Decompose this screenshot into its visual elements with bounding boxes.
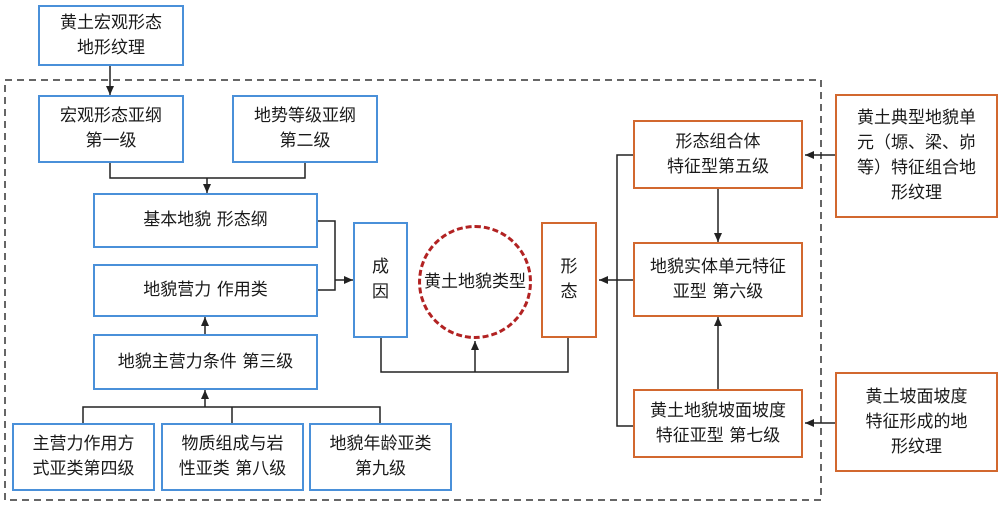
center-landform-type: 黄土地貌类型 bbox=[418, 225, 532, 339]
text-line: 主营力作用方 bbox=[32, 434, 135, 454]
text-block: 地貌年龄亚类第九级 bbox=[330, 432, 432, 482]
text-block: 地貌主营力条件 第三级 bbox=[118, 350, 293, 375]
text-line: 黄土地貌坡面坡度 bbox=[650, 400, 786, 421]
text-line: 形纹理 bbox=[891, 436, 942, 457]
text-line: 地势等级亚纲 bbox=[254, 106, 356, 126]
main-force-mode-box: 主营力作用方式亚类第四级 bbox=[12, 423, 155, 491]
text-line: 地形纹理 bbox=[77, 37, 145, 58]
text-block: 黄土典型地貌单元（塬、梁、峁等）特征组合地形纹理 bbox=[857, 106, 976, 206]
text-line: 元（塬、梁、峁 bbox=[857, 133, 976, 153]
text-line: 黄土典型地貌单 bbox=[857, 108, 976, 128]
text-line: 黄土宏观形态 bbox=[60, 12, 162, 33]
text-block: 地势等级亚纲第二级 bbox=[254, 104, 356, 154]
text-line: 因 bbox=[372, 282, 389, 302]
text-block: 物质组成与岩性亚类 第八级 bbox=[179, 432, 286, 482]
text-block: 形态 bbox=[561, 255, 578, 305]
entity-unit-sixth-box: 地貌实体单元特征亚型 第六级 bbox=[633, 242, 803, 317]
text-line: 地貌年龄亚类 bbox=[329, 434, 432, 454]
text-line: 地貌营力 作用类 bbox=[143, 280, 268, 300]
connector-subclasses bbox=[82, 406, 381, 423]
macro-subclass-box: 宏观形态亚纲第一级 bbox=[38, 95, 184, 163]
text-line: 第二级 bbox=[279, 131, 331, 151]
text-line: 形态组合体 bbox=[675, 131, 761, 152]
connector-level-one-two bbox=[109, 163, 306, 179]
connector-right-bracket bbox=[616, 154, 633, 427]
connector-basic-force bbox=[318, 220, 336, 291]
landform-age-box: 地貌年龄亚类第九级 bbox=[309, 423, 452, 491]
combination-fifth-box: 形态组合体特征型第五级 bbox=[633, 120, 803, 189]
terrain-grade-box: 地势等级亚纲第二级 bbox=[232, 95, 378, 163]
text-line: 形纹理 bbox=[891, 183, 942, 203]
text-line: 特征形成的地 bbox=[865, 411, 968, 432]
text-line: 式亚类第四级 bbox=[32, 459, 135, 479]
text-block: 地貌营力 作用类 bbox=[143, 278, 267, 303]
text-line: 宏观形态亚纲 bbox=[60, 106, 162, 126]
text-block: 形态组合体特征型第五级 bbox=[667, 130, 769, 180]
text-line: 特征亚型 第七级 bbox=[655, 425, 781, 446]
text-line: 等）特征组合地 bbox=[857, 158, 976, 178]
text-block: 成因 bbox=[372, 255, 389, 305]
text-line: 地貌主营力条件 第三级 bbox=[117, 351, 294, 372]
text-line: 特征型第五级 bbox=[667, 156, 769, 177]
text-block: 基本地貌 形态纲 bbox=[143, 208, 267, 233]
typical-unit-texture-box: 黄土典型地貌单元（塬、梁、峁等）特征组合地形纹理 bbox=[835, 94, 998, 218]
slope-texture-box: 黄土坡面坡度特征形成的地形纹理 bbox=[835, 372, 998, 472]
basic-landform-box: 基本地貌 形态纲 bbox=[93, 193, 318, 248]
main-force-condition-box: 地貌主营力条件 第三级 bbox=[93, 334, 318, 390]
text-line: 形 bbox=[560, 257, 578, 277]
genesis-box: 成因 bbox=[353, 222, 408, 338]
text-line: 第九级 bbox=[355, 459, 406, 479]
text-line: 亚型 第六级 bbox=[672, 281, 764, 302]
text-line: 黄土地貌 bbox=[424, 271, 492, 292]
slope-seventh-box: 黄土地貌坡面坡度特征亚型 第七级 bbox=[633, 389, 803, 458]
text-line: 物质组成与岩 bbox=[181, 434, 284, 454]
material-box: 物质组成与岩性亚类 第八级 bbox=[161, 423, 304, 491]
text-line: 态 bbox=[560, 282, 578, 302]
text-block: 主营力作用方式亚类第四级 bbox=[33, 432, 135, 482]
morphology-box: 形态 bbox=[541, 222, 597, 338]
text-line: 基本地貌 形态纲 bbox=[143, 210, 268, 230]
text-line: 黄土坡面坡度 bbox=[865, 386, 968, 407]
text-block: 宏观形态亚纲第一级 bbox=[60, 104, 162, 154]
text-block: 黄土坡面坡度特征形成的地形纹理 bbox=[866, 385, 968, 460]
landform-force-box: 地貌营力 作用类 bbox=[93, 264, 318, 317]
text-block: 地貌实体单元特征亚型 第六级 bbox=[650, 255, 786, 305]
macro-texture-box: 黄土宏观形态地形纹理 bbox=[38, 5, 184, 66]
text-line: 地貌实体单元特征 bbox=[650, 256, 786, 277]
text-line: 性亚类 第八级 bbox=[178, 459, 287, 479]
text-block: 黄土地貌类型 bbox=[424, 270, 526, 295]
text-block: 黄土地貌坡面坡度特征亚型 第七级 bbox=[650, 399, 786, 449]
text-line: 第一级 bbox=[85, 131, 137, 151]
text-line: 成 bbox=[372, 257, 389, 277]
dashed-container bbox=[4, 79, 822, 501]
text-block: 黄土宏观形态地形纹理 bbox=[60, 11, 162, 61]
text-line: 类型 bbox=[492, 271, 526, 292]
